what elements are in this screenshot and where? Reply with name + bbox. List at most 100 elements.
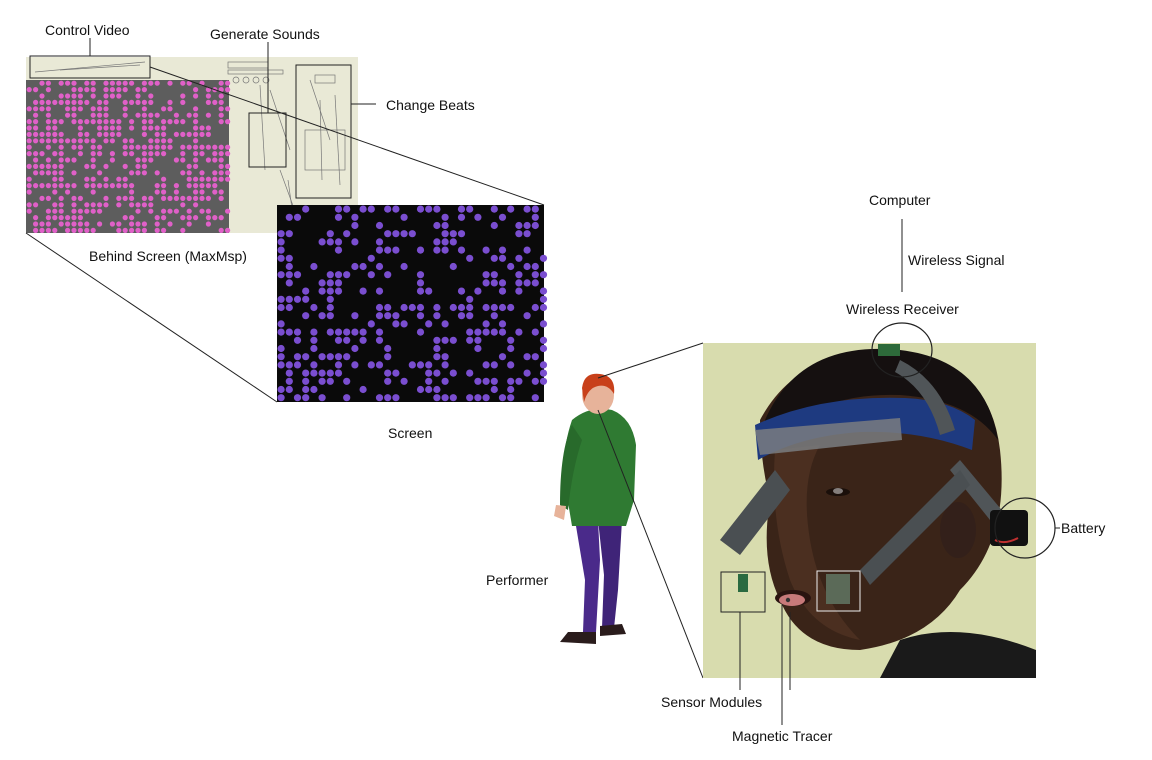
- screen-dot: [523, 230, 531, 238]
- screen-dot: [277, 271, 285, 279]
- screen-dot: [367, 254, 375, 262]
- matrix-dot: [173, 183, 179, 189]
- screen-dot: [400, 377, 408, 385]
- matrix-dot: [135, 202, 141, 208]
- performer-label: Performer: [486, 572, 549, 588]
- screen-dot: [310, 328, 318, 336]
- matrix-dot: [39, 131, 45, 137]
- matrix-dot: [33, 157, 39, 163]
- matrix-dot: [103, 93, 109, 99]
- matrix-dot: [135, 227, 141, 233]
- screen-dot: [507, 262, 515, 271]
- screen-dot: [449, 238, 457, 246]
- matrix-dot: [148, 119, 154, 125]
- screen-dot: [466, 295, 474, 303]
- matrix-dot: [186, 208, 192, 214]
- matrix-dot: [65, 227, 71, 233]
- screen-dot: [326, 287, 334, 295]
- screen-dot: [326, 303, 334, 312]
- matrix-dot: [39, 138, 45, 144]
- matrix-dot: [205, 176, 211, 182]
- screen-dot: [490, 377, 498, 385]
- magnetic-tracer-label: Magnetic Tracer: [732, 728, 833, 744]
- matrix-dot: [58, 183, 64, 189]
- screen-dot: [441, 377, 449, 385]
- matrix-dot: [218, 215, 224, 221]
- screen-dot: [482, 271, 490, 279]
- screen-dot: [285, 303, 293, 312]
- screen-dot: [416, 287, 425, 295]
- matrix-dot: [45, 163, 52, 169]
- screen-dot: [375, 328, 384, 336]
- matrix-dot: [180, 157, 186, 163]
- matrix-dot: [45, 119, 52, 125]
- matrix-dot: [33, 227, 39, 233]
- screen-dot: [449, 303, 457, 312]
- matrix-dot: [129, 138, 135, 144]
- matrix-dot: [52, 170, 58, 176]
- screen-dot: [408, 361, 416, 369]
- screen-dot: [523, 353, 531, 361]
- screen-dot: [449, 230, 457, 238]
- matrix-dot: [193, 131, 199, 137]
- matrix-dot: [52, 119, 58, 125]
- screen-dot: [375, 312, 384, 320]
- screen-dot: [285, 262, 293, 271]
- wireless-receiver-label: Wireless Receiver: [846, 301, 959, 317]
- matrix-dot: [205, 157, 211, 163]
- matrix-dot: [141, 125, 147, 131]
- matrix-dot: [225, 163, 231, 169]
- screen-dot: [433, 238, 441, 246]
- matrix-dot: [58, 221, 64, 227]
- matrix-dot: [161, 131, 167, 137]
- matrix-dot: [90, 106, 96, 112]
- screen-dot: [498, 279, 507, 287]
- screen-dot: [441, 361, 449, 369]
- screen-dot: [334, 336, 343, 344]
- screen-dot: [498, 246, 507, 254]
- matrix-dot: [141, 80, 147, 86]
- matrix-dot: [225, 119, 231, 125]
- screen-dot: [449, 394, 457, 402]
- matrix-dot: [109, 87, 115, 93]
- matrix-dot: [167, 195, 173, 201]
- matrix-dot: [218, 87, 224, 93]
- matrix-dot: [90, 208, 96, 214]
- matrix-dot: [71, 119, 77, 125]
- matrix-dot: [167, 138, 173, 144]
- matrix-dot: [77, 119, 83, 125]
- screen-dot: [466, 205, 474, 213]
- matrix-dot: [84, 227, 90, 233]
- screen-dot: [400, 320, 408, 328]
- matrix-dot: [52, 125, 58, 131]
- screen-dot: [392, 394, 400, 402]
- matrix-dot: [90, 93, 96, 99]
- matrix-dot: [148, 157, 154, 163]
- matrix-dot: [52, 215, 58, 221]
- screen-dot: [482, 320, 490, 328]
- screen-dot: [392, 312, 400, 320]
- matrix-dot: [26, 208, 32, 214]
- matrix-dot: [103, 87, 109, 93]
- matrix-dot: [186, 176, 192, 182]
- screen-dot: [441, 213, 449, 221]
- screen-dot: [302, 312, 310, 320]
- matrix-dot: [52, 131, 58, 137]
- matrix-dot: [77, 195, 83, 201]
- matrix-dot: [173, 131, 179, 137]
- matrix-dot: [52, 176, 58, 182]
- screen-dot: [466, 369, 474, 377]
- matrix-dot: [122, 138, 128, 144]
- matrix-dot: [65, 215, 71, 221]
- matrix-dot: [90, 87, 96, 93]
- screen-dot: [539, 303, 548, 312]
- screen-dot: [531, 205, 539, 213]
- matrix-dot: [167, 119, 173, 125]
- matrix-dot: [58, 99, 64, 105]
- screen-dot: [375, 262, 384, 271]
- screen-dot: [351, 361, 359, 369]
- matrix-dot: [58, 80, 64, 86]
- matrix-dot: [33, 119, 39, 125]
- matrix-dot: [180, 195, 186, 201]
- screen-dot: [277, 344, 285, 353]
